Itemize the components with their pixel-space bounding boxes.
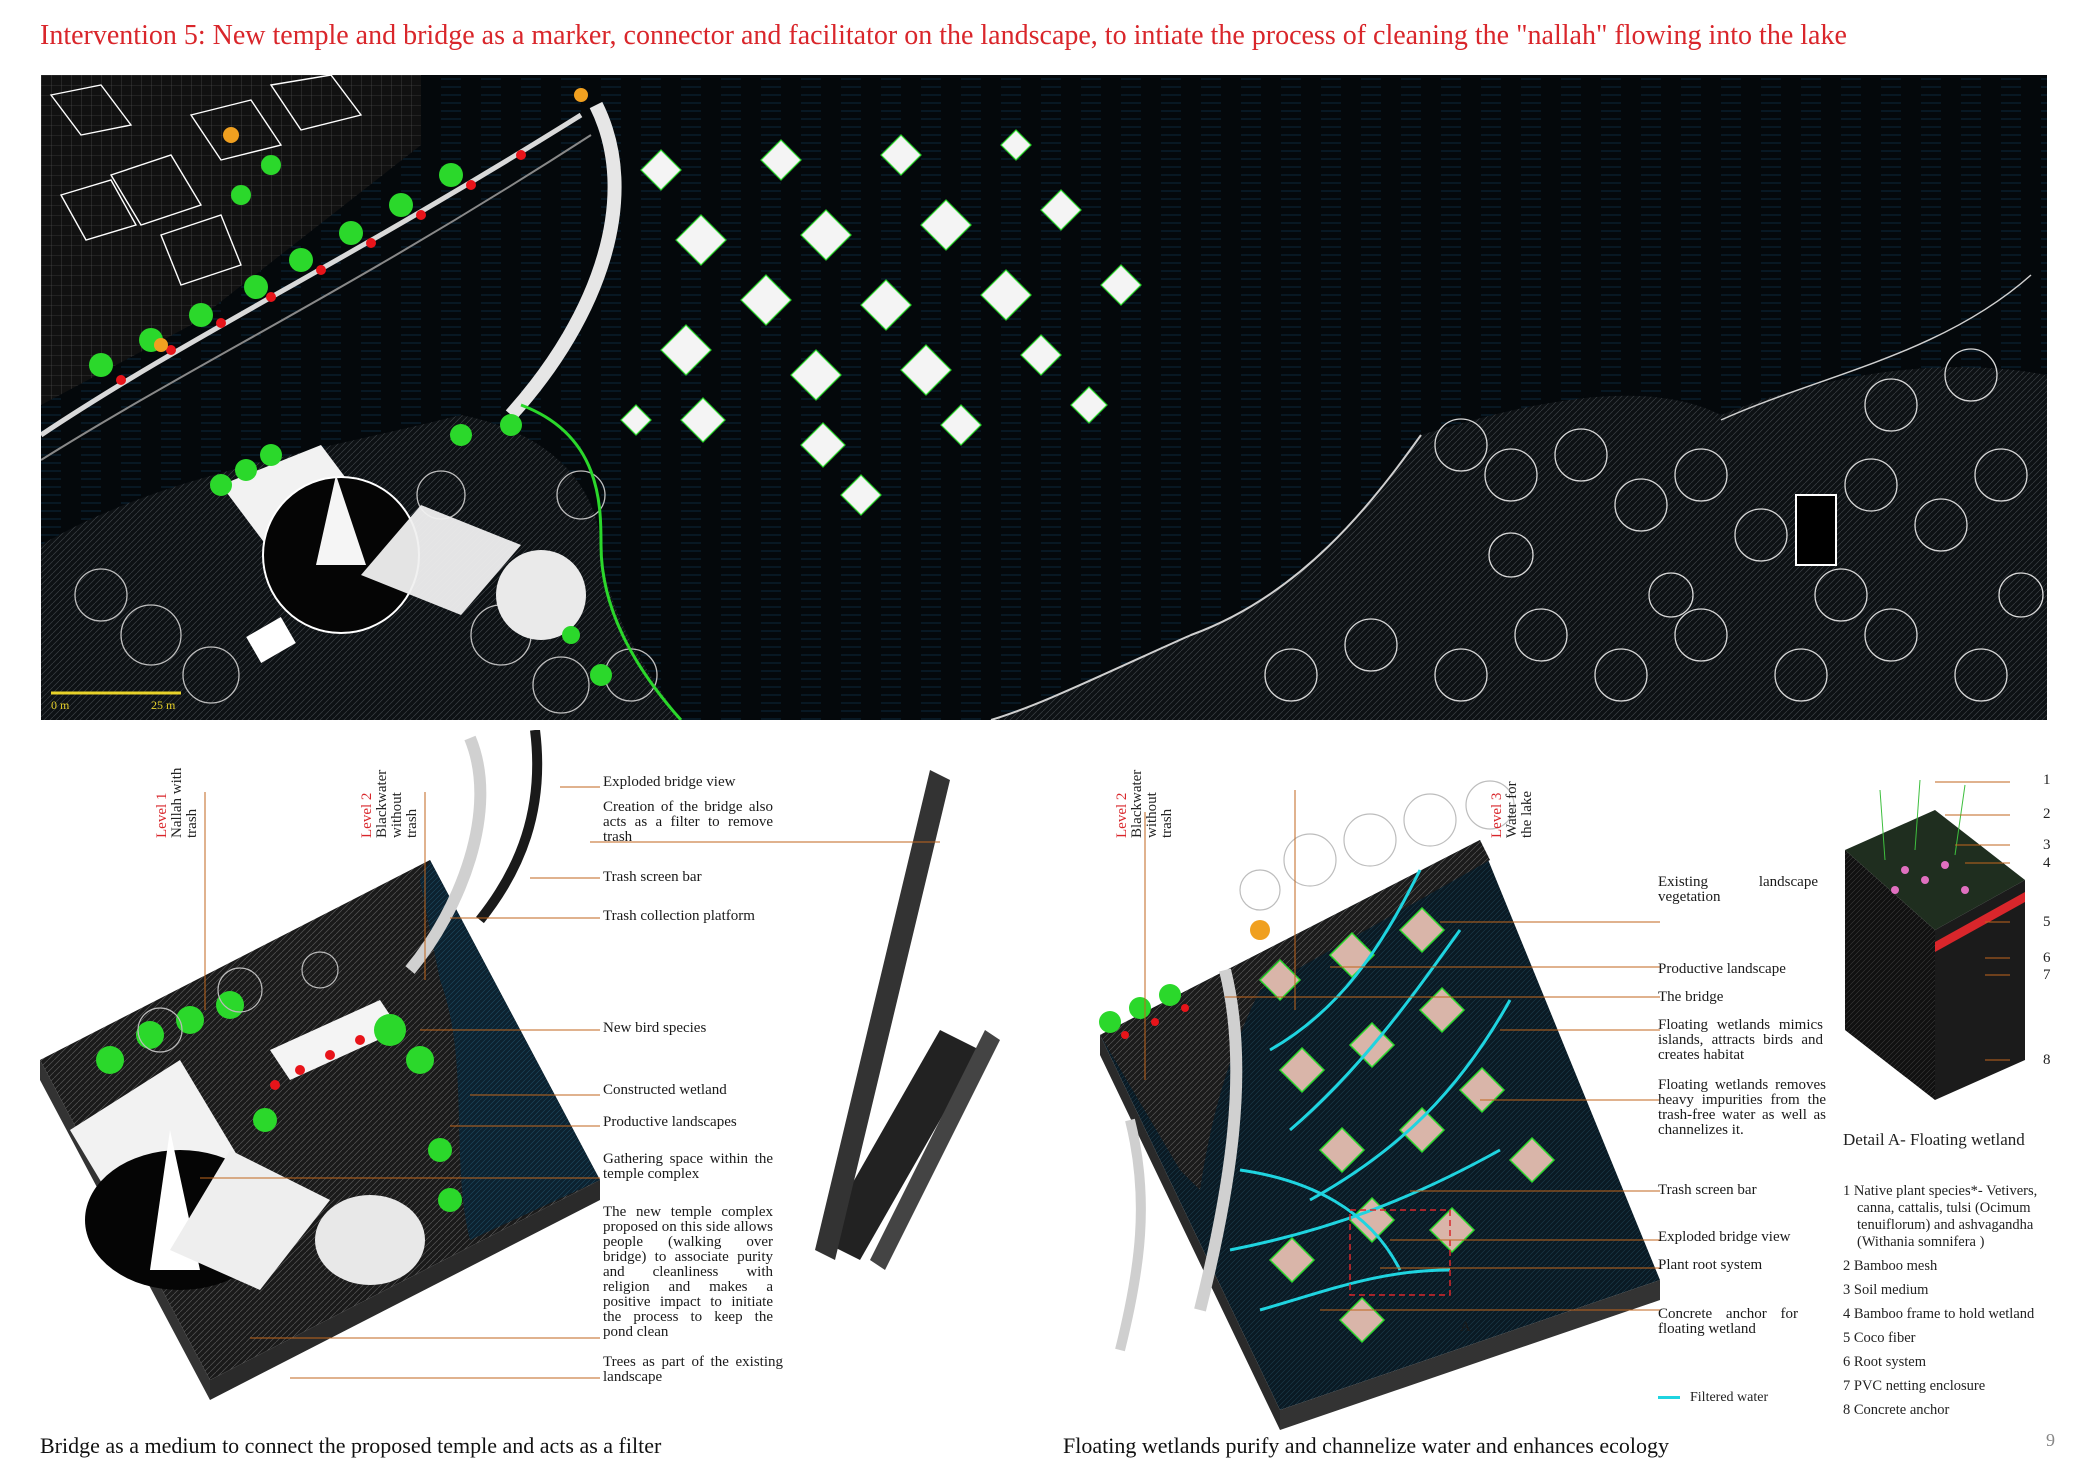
site-plan: 0 m 25 m [41, 75, 2047, 720]
detail-item-1: 1 Native plant species*- Vetivers, canna… [1843, 1183, 2038, 1250]
label-exploded-bridge-right: Exploded bridge view [1658, 1229, 1791, 1245]
label-temple-complex: The new temple complex proposed on this … [603, 1204, 773, 1340]
label-gathering-space: Gathering space within the temple comple… [603, 1151, 773, 1182]
label-trash-screen-right: Trash screen bar [1658, 1182, 1757, 1198]
label-constructed-wetland: Constructed wetland [603, 1082, 727, 1098]
wetland-axonometric [1099, 780, 1660, 1430]
detail-item-4: 4 Bamboo frame to hold wetland [1843, 1306, 2035, 1322]
label-bird-species: New bird species [603, 1020, 707, 1036]
detail-num-7: 7 [2043, 967, 2051, 983]
scale-start: 0 m [51, 698, 70, 712]
bridge [505, 101, 622, 420]
detail-item-8: 8 Concrete anchor [1843, 1402, 1950, 1418]
detail-num-1: 1 [2043, 772, 2051, 788]
right-level2-label: Level 2 Blackwater without trash [1114, 769, 1175, 838]
label-the-bridge: The bridge [1658, 989, 1724, 1005]
label-trash-screen: Trash screen bar [603, 869, 702, 885]
floating-wetlands [620, 129, 1142, 516]
legend-filtered-water: Filtered water [1658, 1390, 1768, 1406]
label-bridge-filter: Creation of the bridge also acts as a fi… [603, 799, 773, 845]
section-marker-a: A [1460, 1319, 1471, 1335]
label-trash-platform: Trash collection platform [603, 908, 755, 924]
page-number: 9 [2046, 1430, 2055, 1450]
detail-legend: 1 Native plant species*- Vetivers, canna… [1843, 1183, 2068, 1426]
site-plan-drawing [41, 75, 2047, 720]
caption-left: Bridge as a medium to connect the propos… [40, 1433, 662, 1458]
detail-num-3: 3 [2043, 837, 2051, 853]
detail-item-7: 7 PVC netting enclosure [1843, 1378, 1986, 1394]
label-removes-impurities: Floating wetlands removes heavy impuriti… [1658, 1077, 1826, 1138]
label-plant-root-system: Plant root system [1658, 1257, 1763, 1273]
detail-title: Detail A- Floating wetland [1843, 1130, 2025, 1149]
left-level1-label: Level 1 Nallah with trash [154, 767, 200, 838]
caption-right: Floating wetlands purify and channelize … [1063, 1433, 1669, 1458]
detail-num-5: 5 [2043, 914, 2051, 930]
page-title: Intervention 5: New temple and bridge as… [40, 20, 1847, 51]
left-level2-label: Level 2 Blackwater without trash [359, 769, 420, 838]
label-existing-trees: Trees as part of the existing landscape [603, 1354, 783, 1385]
detail-num-8: 8 [2043, 1052, 2051, 1068]
bridge-axonometric [40, 730, 1000, 1400]
label-exploded-bridge: Exploded bridge view [603, 774, 736, 790]
label-existing-vegetation: Existing landscape vegetation [1658, 874, 1818, 905]
detail-item-2: 2 Bamboo mesh [1843, 1258, 1938, 1274]
label-concrete-anchor: Concrete anchor for floating wetland [1658, 1306, 1798, 1337]
detail-num-2: 2 [2043, 806, 2051, 822]
label-productive-landscape: Productive landscape [1658, 961, 1786, 977]
detail-a-drawing [1845, 779, 2025, 1100]
detail-num-6: 6 [2043, 950, 2051, 966]
filtered-water-arrows [1229, 869, 1512, 1312]
label-islands-habitat: Floating wetlands mimics islands, attrac… [1658, 1017, 1823, 1063]
detail-num-4: 4 [2043, 855, 2051, 871]
detail-item-3: 3 Soil medium [1843, 1282, 1929, 1298]
scale-end: 25 m [151, 698, 176, 712]
detail-item-5: 5 Coco fiber [1843, 1330, 1916, 1346]
wetland-diamonds [1258, 906, 1556, 1344]
filtered-water-swatch [1658, 1396, 1680, 1400]
right-level3-label: Level 3 Water for the lake [1489, 781, 1535, 838]
detail-item-6: 6 Root system [1843, 1354, 1926, 1370]
label-productive-landscapes: Productive landscapes [603, 1114, 737, 1130]
detail-a-box [1349, 1209, 1451, 1296]
